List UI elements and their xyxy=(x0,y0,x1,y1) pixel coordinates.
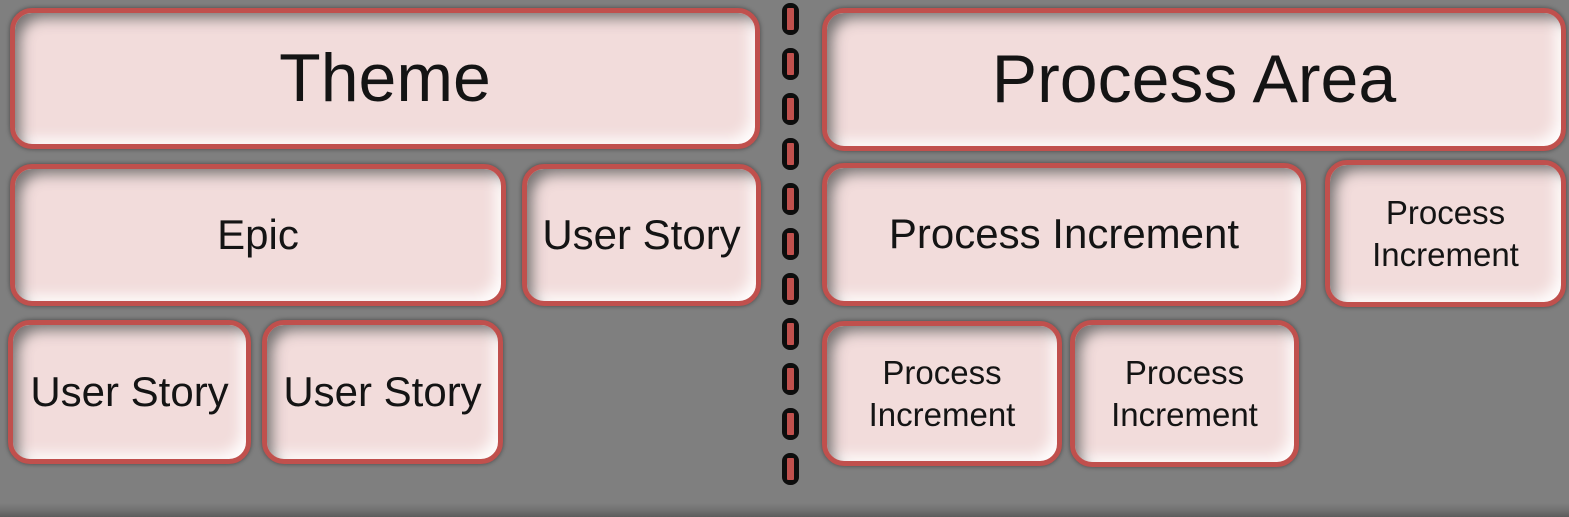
divider-dash xyxy=(782,93,799,125)
bottom-shadow-band xyxy=(0,503,1569,517)
divider-dash-core xyxy=(787,188,794,210)
divider-dash xyxy=(782,363,799,395)
process-increment-box-bottom-right: Process Increment xyxy=(1070,320,1299,467)
epic-box: Epic xyxy=(10,164,506,306)
process-increment-box-right: Process Increment xyxy=(1325,160,1566,307)
divider-dash xyxy=(782,48,799,80)
divider-dash xyxy=(782,408,799,440)
divider-dash-core xyxy=(787,53,794,75)
dashed-divider-line xyxy=(782,3,799,485)
process-increment-box-wide: Process Increment xyxy=(822,163,1306,306)
divider-dash-core xyxy=(787,8,794,30)
divider-dash xyxy=(782,3,799,35)
divider-dash xyxy=(782,318,799,350)
divider-dash-core xyxy=(787,143,794,165)
divider-dash-core xyxy=(787,278,794,300)
divider-dash xyxy=(782,183,799,215)
divider-dash-core xyxy=(787,233,794,255)
divider-dash xyxy=(782,228,799,260)
divider-dash xyxy=(782,453,799,485)
user-story-box-top: User Story xyxy=(522,164,761,306)
user-story-box-bottom-left: User Story xyxy=(8,320,251,464)
process-area-box: Process Area xyxy=(822,8,1566,151)
user-story-box-bottom-right: User Story xyxy=(262,320,503,464)
divider-dash xyxy=(782,273,799,305)
divider-dash-core xyxy=(787,323,794,345)
divider-dash-core xyxy=(787,368,794,390)
divider-dash-core xyxy=(787,98,794,120)
process-increment-box-bottom-left: Process Increment xyxy=(822,321,1062,466)
divider-dash xyxy=(782,138,799,170)
divider-dash-core xyxy=(787,413,794,435)
theme-box: Theme xyxy=(10,8,760,149)
divider-dash-core xyxy=(787,458,794,480)
